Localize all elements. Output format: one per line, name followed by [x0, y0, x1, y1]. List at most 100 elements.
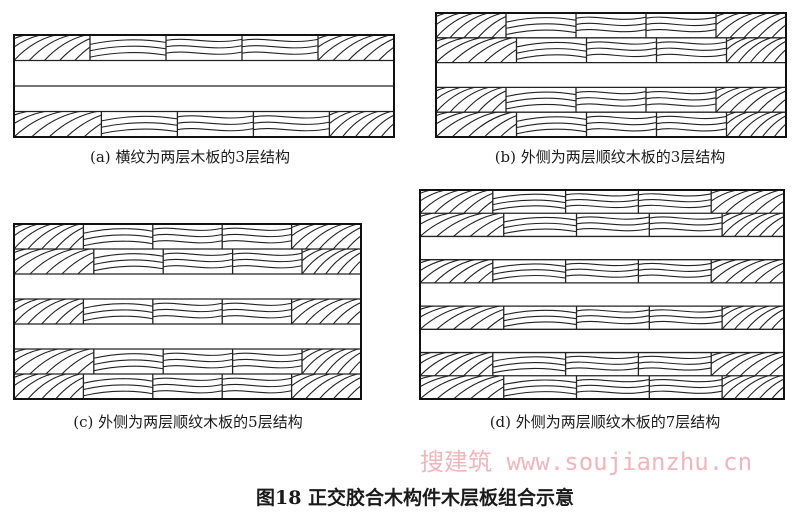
wood-grain [152, 227, 223, 244]
figure-title: 图18 正交胶合木构件木层板组合示意 [255, 487, 575, 509]
board [420, 306, 505, 330]
wood-grain [318, 35, 394, 61]
wood-grain [656, 115, 727, 132]
wood-grain [516, 116, 587, 135]
grain-layer [420, 351, 785, 376]
wood-grain [329, 111, 394, 137]
wood-grain [291, 299, 362, 324]
wood-grain [436, 37, 517, 63]
panel-border [419, 189, 785, 400]
board [83, 299, 154, 324]
board [722, 213, 785, 237]
board [516, 112, 588, 137]
board [492, 352, 567, 376]
wood-grain [722, 213, 784, 237]
wood-grain [586, 115, 657, 132]
grain-layer [14, 34, 395, 61]
wood-grain [649, 378, 723, 394]
wood-grain [14, 111, 102, 137]
board [83, 224, 154, 249]
wood-grain [83, 378, 153, 397]
board [638, 259, 712, 283]
wood-grain [516, 41, 587, 60]
grain-layer [420, 259, 785, 283]
board [329, 111, 395, 137]
wood-grain [722, 306, 784, 330]
wood-grain [83, 228, 153, 247]
board [565, 259, 640, 283]
wood-grain [420, 306, 504, 330]
wood-grain [420, 352, 493, 376]
wood-grain [93, 353, 164, 372]
board [420, 352, 494, 376]
board [656, 37, 728, 63]
board [420, 259, 494, 283]
grain-layer [420, 305, 785, 330]
board [14, 349, 95, 374]
board [14, 374, 85, 399]
grain-layer [420, 375, 785, 399]
board [14, 249, 95, 274]
wood-grain [14, 299, 84, 324]
wood-grain [492, 193, 566, 211]
wood-grain [638, 193, 712, 209]
wood-grain [222, 302, 292, 319]
board [14, 111, 103, 137]
wood-grain [222, 227, 292, 244]
board [506, 13, 577, 38]
wood-grain [576, 216, 650, 232]
wood-grain [232, 252, 303, 269]
board [83, 374, 154, 399]
grain-layer [14, 373, 362, 399]
board [656, 112, 728, 137]
board [576, 13, 647, 38]
grain-layer [420, 189, 785, 214]
wood-grain [14, 349, 94, 374]
wood-grain [506, 17, 576, 36]
wood-grain [506, 91, 576, 110]
board [420, 375, 505, 399]
wood-grain [101, 115, 178, 135]
grain-layer [14, 110, 395, 137]
wood-grain [232, 352, 303, 369]
board [576, 375, 650, 399]
board [576, 306, 650, 330]
wood-grain [302, 249, 362, 274]
board [638, 190, 712, 214]
board [152, 224, 223, 249]
board [576, 213, 650, 237]
wood-grain [646, 91, 716, 107]
grain-layer [436, 86, 787, 113]
board [646, 13, 717, 38]
wood-grain [242, 38, 318, 55]
wood-grain [420, 259, 493, 283]
wood-grain [576, 16, 646, 33]
board [646, 87, 717, 113]
wood-grain [302, 349, 362, 374]
board [436, 87, 507, 113]
board [503, 375, 578, 399]
board [222, 224, 293, 249]
board [516, 37, 588, 63]
board [14, 299, 85, 324]
panel-d-diagram [419, 189, 785, 400]
board [649, 306, 723, 330]
board [586, 37, 658, 63]
wood-grain [420, 375, 504, 399]
panel-border [13, 223, 362, 400]
board [420, 213, 505, 237]
board [222, 299, 293, 324]
wood-grain [14, 249, 94, 274]
grain-layer [420, 212, 785, 237]
board [232, 249, 303, 274]
wood-grain [716, 87, 786, 113]
wood-grain [177, 115, 254, 132]
watermark: 搜建筑 www.soujianzhu.cn [420, 448, 753, 476]
board [586, 112, 658, 137]
grain-layer [14, 298, 362, 324]
board [565, 190, 640, 214]
board [492, 190, 567, 214]
board [163, 249, 234, 274]
wood-grain [152, 302, 223, 319]
wood-grain [638, 355, 712, 371]
